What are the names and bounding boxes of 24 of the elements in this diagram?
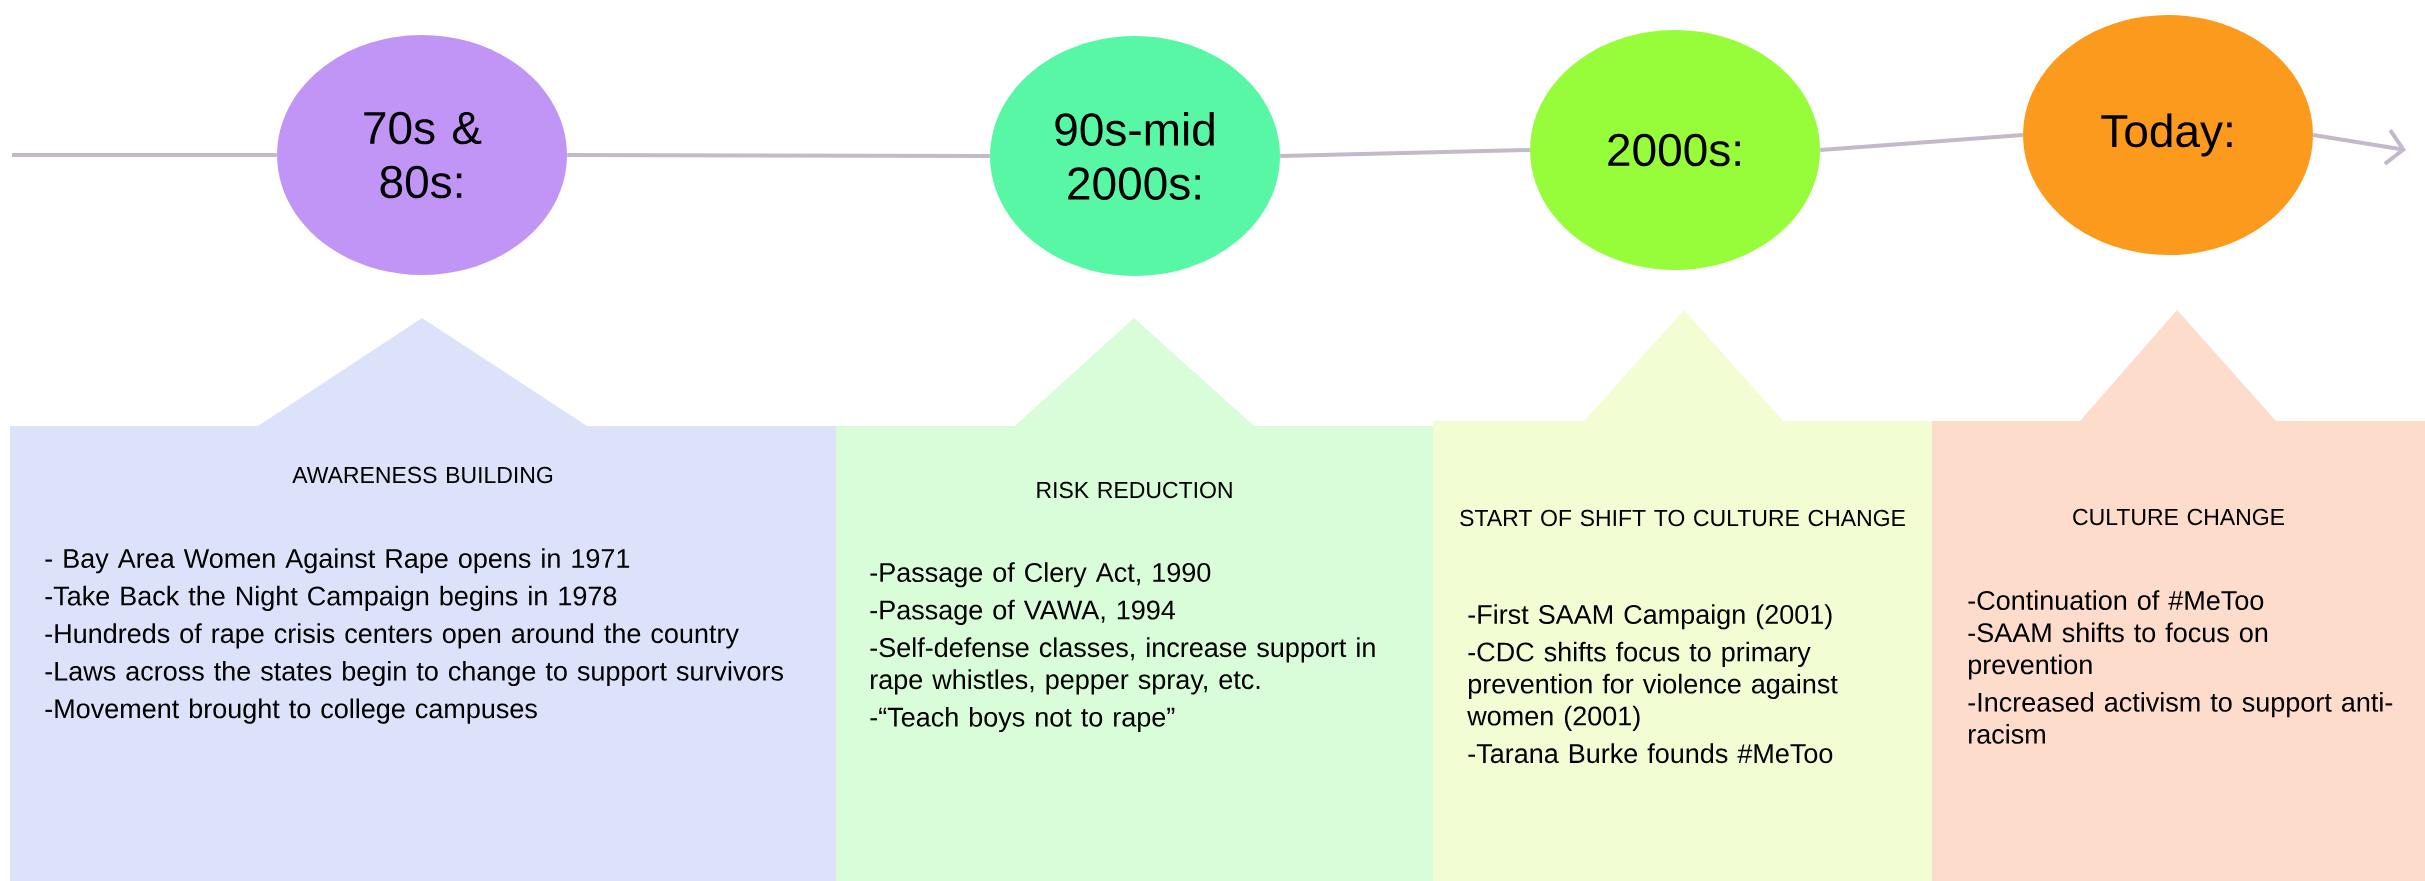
bullet-item: -Take Back the Night Campaign begins in 1978 [45,585,617,611]
bullet-item: - Bay Area Women Against Rape opens in 1971 [45,548,630,574]
bullet-item: -First SAAM Campaign (2001) [1468,604,1832,630]
bullet-item: -Passage of VAWA, 1994 [870,599,1176,625]
bullet-item: -Hundreds of rape crisis centers open around the country [45,623,739,649]
panel-heading: RISK REDUCTION [1037,481,1232,499]
bullet-item: -Continuation of #MeToo [1968,590,2264,611]
timeline-line [2312,129,2407,166]
bullet-item: -Increased activism to support anti-racism [1968,692,2393,744]
bullet-item: -Movement brought to college campuses [45,698,537,724]
panel-heading: AWARENESS BUILDING [292,466,553,484]
panel-heading: CULTURE CHANGE [2073,508,2284,526]
timeline-line [1820,133,2023,152]
timeline-line [567,153,990,158]
bullet-item: -Laws across the states begin to change to support survivors [45,660,783,687]
bullet-item: -SAAM shifts to focus on prevention [1968,622,2268,680]
bullet-item: -“Teach boys not to rape” [870,706,1175,733]
bullet-item: -Passage of Clery Act, 1990 [870,562,1211,588]
bullet-item: -Self-defense classes, increase support in rape whistles, pepper spray, etc. [870,637,1375,695]
bullet-item: -Tarana Burke founds #MeToo [1468,743,1833,764]
timeline-line [12,153,277,157]
timeline-line [1280,148,1530,158]
panel-heading: START OF SHIFT TO CULTURE CHANGE [1460,509,1905,527]
bullet-item: -CDC shifts focus to primary prevention for violence against women (2001) [1467,641,1838,731]
